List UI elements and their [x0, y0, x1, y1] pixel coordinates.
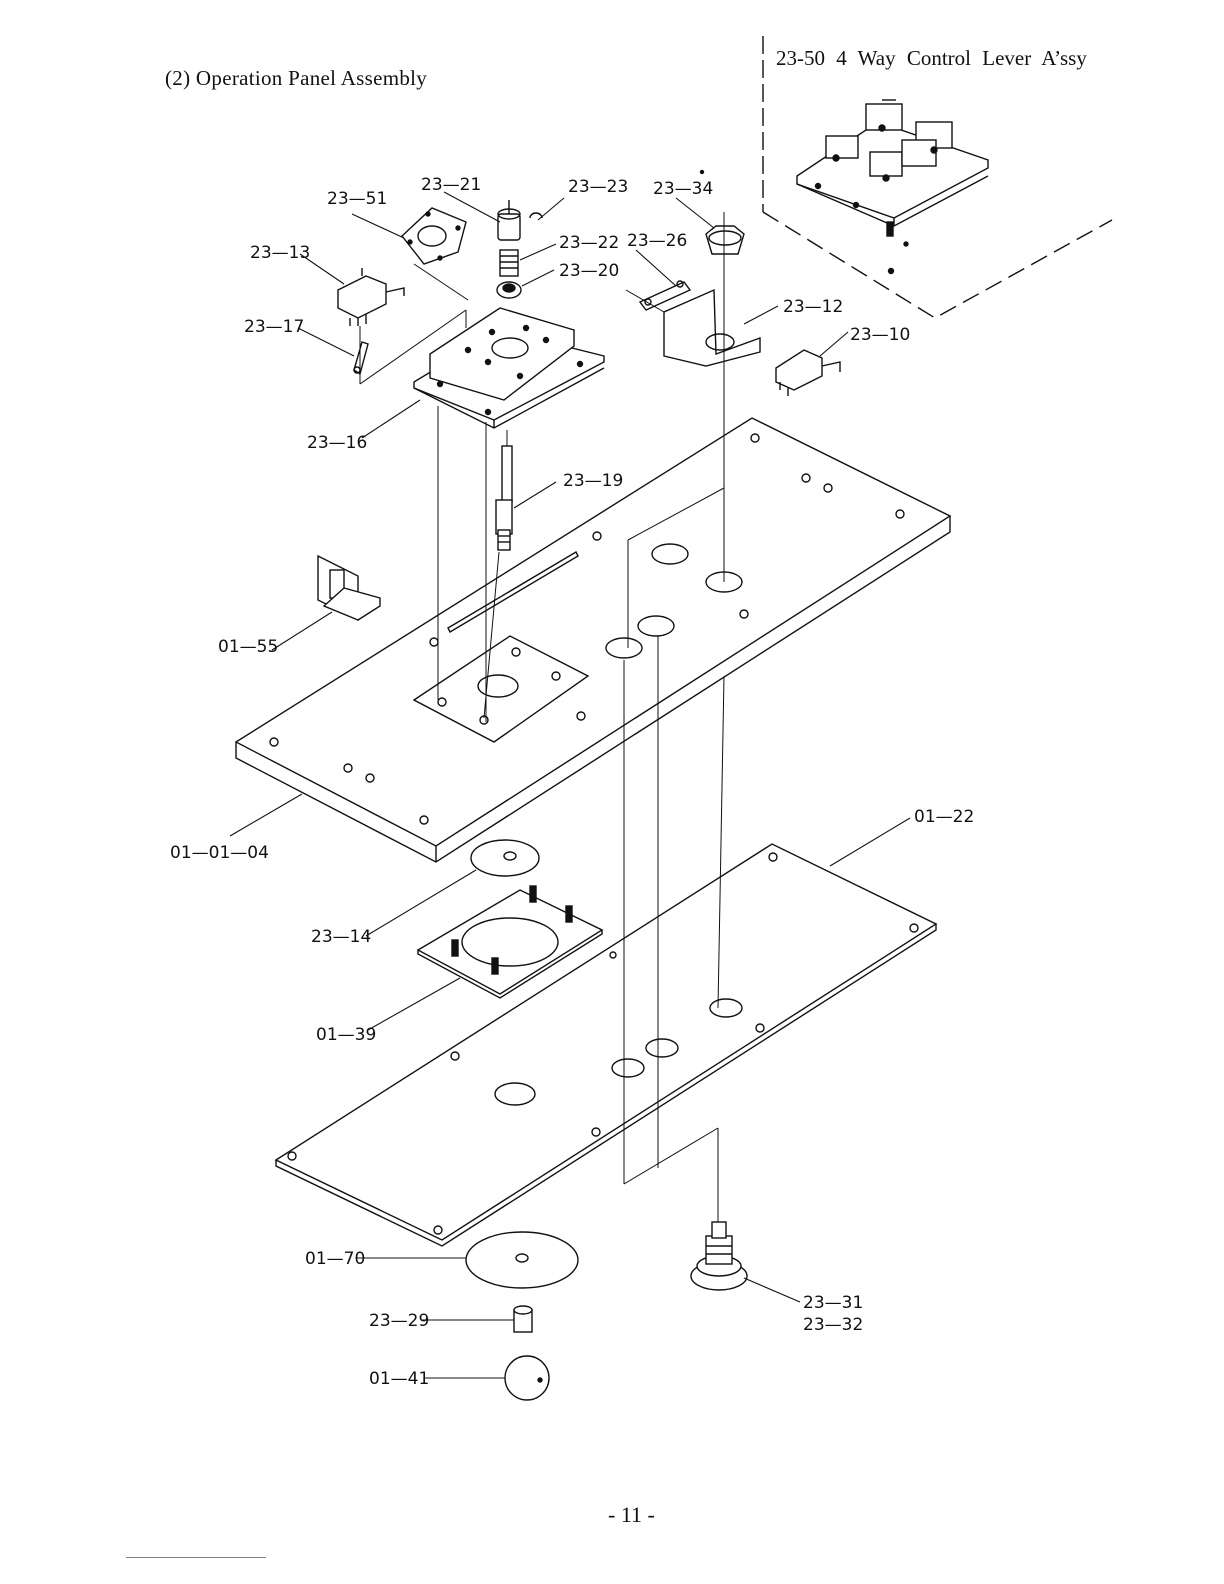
label-23-29: 23—29 — [369, 1311, 429, 1331]
bottom-panel-01-22 — [276, 844, 936, 1246]
label-23-22: 23—22 — [559, 233, 619, 253]
label-01-70: 01—70 — [305, 1249, 365, 1269]
footer-rule — [126, 1557, 266, 1558]
label-01-22: 01—22 — [914, 807, 974, 827]
spring-stack-23-20-23-22 — [497, 200, 542, 298]
label-23-51: 23—51 — [327, 189, 387, 209]
label-01-55: 01—55 — [218, 637, 278, 657]
label-23-23: 23—23 — [568, 177, 628, 197]
label-23-34: 23—34 — [653, 179, 713, 199]
bracket-01-55 — [318, 556, 380, 620]
ball-knob-01-41 — [505, 1356, 549, 1400]
label-23-19: 23—19 — [563, 471, 623, 491]
control-lever-inset-image — [797, 100, 988, 274]
label-23-21: 23—21 — [421, 175, 481, 195]
label-01-39: 01—39 — [316, 1025, 376, 1045]
label-23-10: 23—10 — [850, 325, 910, 345]
label-23-16: 23—16 — [307, 433, 367, 453]
microswitch-23-13 — [338, 268, 404, 326]
collar-23-29 — [514, 1306, 532, 1332]
gasket-23-51 — [402, 208, 466, 264]
label-23-13: 23—13 — [250, 243, 310, 263]
label-23-14: 23—14 — [311, 927, 371, 947]
switch-bracket-23-12 — [640, 281, 760, 366]
page-number: - 11 - — [608, 1502, 655, 1528]
microswitch-23-10 — [776, 350, 840, 396]
label-23-17: 23—17 — [244, 317, 304, 337]
label-01-41: 01—41 — [369, 1369, 429, 1389]
disc-01-70 — [466, 1232, 578, 1288]
label-23-12: 23—12 — [783, 297, 843, 317]
label-23-26: 23—26 — [627, 231, 687, 251]
label-23-31: 23—31 — [803, 1293, 863, 1313]
label-23-20: 23—20 — [559, 261, 619, 281]
lever-23-17 — [354, 342, 368, 374]
label-23-32: 23—32 — [803, 1315, 863, 1335]
label-01-01-04: 01—01—04 — [170, 843, 269, 863]
grommet-23-31-23-32 — [691, 1222, 747, 1290]
washer-23-14 — [471, 840, 539, 876]
shaft-23-19 — [496, 446, 512, 550]
